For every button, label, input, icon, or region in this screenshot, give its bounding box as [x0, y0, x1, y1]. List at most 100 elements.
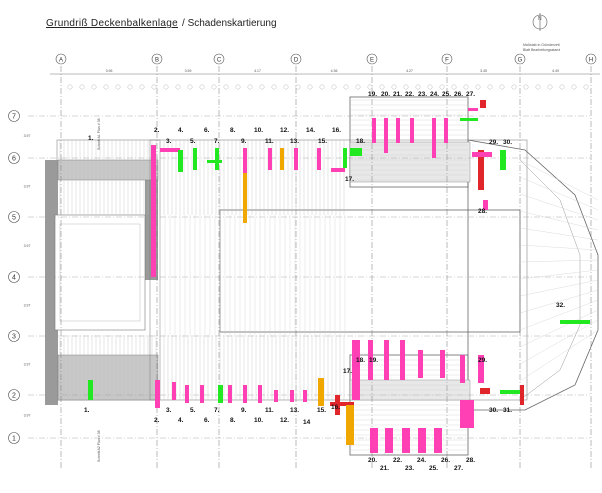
sub-grid-bubble: [583, 84, 589, 90]
title-sub: / Schadenskartierung: [182, 18, 277, 29]
damage-mark: [207, 160, 222, 163]
grid-label-col: F: [445, 58, 449, 64]
beam-label: 16.: [331, 404, 340, 411]
drawing-title: Grundriß Deckenbalkenlage/ Schadenskarti…: [46, 18, 277, 29]
sub-grid-bubble: [151, 84, 157, 90]
beam-label: 6.: [204, 417, 210, 424]
beam-label: 5.: [190, 138, 196, 145]
grid-label-row: 5: [12, 215, 16, 222]
damage-mark: [218, 385, 223, 403]
damage-mark: [200, 385, 204, 403]
beam-label: 2.: [154, 127, 160, 134]
sub-grid-bubble: [499, 84, 505, 90]
damage-mark: [478, 355, 484, 383]
beam-label: 22.: [393, 457, 402, 464]
beam-label: 27.: [454, 465, 463, 472]
damage-mark: [418, 428, 426, 453]
sub-grid-bubble: [271, 84, 277, 90]
section-label-top: Schnitt A1 Plan # 38: [97, 118, 101, 150]
damage-mark: [317, 148, 321, 170]
joist: [519, 309, 599, 348]
damage-mark: [480, 388, 490, 394]
beam-label: 13.: [290, 407, 299, 414]
damage-mark: [346, 405, 354, 445]
grid-bubble-col: [290, 53, 302, 65]
sub-grid-bubble: [79, 84, 85, 90]
sub-grid-bubble: [463, 84, 469, 90]
damage-mark: [294, 148, 298, 170]
damage-mark: [274, 390, 278, 402]
damage-mark: [350, 148, 362, 156]
damage-mark: [385, 428, 393, 453]
dim-top: 4.36: [331, 69, 338, 73]
damage-mark: [520, 385, 524, 405]
dim-top: 4.27: [406, 69, 413, 73]
joist: [519, 329, 599, 382]
sub-grid-bubble: [247, 84, 253, 90]
joist: [519, 319, 599, 365]
sub-grid-bubble: [67, 84, 73, 90]
damage-mark: [243, 148, 247, 223]
grid-label-row: 3: [12, 334, 16, 341]
grid-label-row: 6: [12, 156, 16, 163]
beam-label: 14: [303, 419, 311, 426]
grid-bubble-row: [8, 271, 20, 283]
sub-grid-bubble: [115, 84, 121, 90]
damage-mark: [331, 168, 345, 172]
grid-bubble-row: [8, 389, 20, 401]
sub-grid-bubble: [223, 84, 229, 90]
beam-label: 31.: [503, 407, 512, 414]
sub-grid-bubble: [487, 84, 493, 90]
joist: [519, 259, 599, 263]
damage-mark: [560, 320, 590, 324]
dim-top: 4.49: [552, 69, 559, 73]
north-label: N: [538, 16, 542, 22]
beam-label: 5.: [190, 407, 196, 414]
dim-side: 3.97: [24, 304, 31, 308]
sub-grid-bubble: [391, 84, 397, 90]
grid-bubble-row: [8, 330, 20, 342]
damage-mark: [228, 385, 232, 403]
sub-grid-bubble: [511, 84, 517, 90]
damage-mark: [480, 100, 486, 108]
sub-grid-bubble: [319, 84, 325, 90]
damage-mark: [440, 350, 445, 378]
grid-bubble-col: [366, 53, 378, 65]
damage-mark: [478, 150, 484, 190]
section-label-bottom: Schnitt A2 Plan # 38: [97, 430, 101, 462]
title-main: Grundriß Deckenbalkenlage: [46, 18, 179, 29]
beam-label: 1.: [84, 407, 90, 414]
sub-grid-bubble: [547, 84, 553, 90]
joist: [519, 193, 599, 221]
joist: [519, 299, 599, 331]
sub-grid-bubble: [535, 84, 541, 90]
beam-label: 30.: [503, 139, 512, 146]
damage-mark: [318, 378, 324, 406]
grid-bubble-col: [585, 53, 597, 65]
beam-label: 30.: [489, 407, 498, 414]
sub-grid-bubble: [403, 84, 409, 90]
damage-marks: [88, 100, 590, 453]
damage-mark: [243, 385, 247, 403]
beam-label: 26.: [454, 91, 463, 98]
grid-label-col: B: [155, 58, 159, 64]
beam-label: 26.: [441, 457, 450, 464]
beam-label: 20.: [381, 91, 390, 98]
damage-mark: [178, 150, 183, 172]
legend-line2: Blatt Bearbeitungsstand: [523, 48, 560, 52]
beam-label: 17.: [343, 368, 352, 375]
beam-label: 32.: [556, 302, 565, 309]
damage-mark: [160, 148, 180, 152]
sub-grid-bubble: [175, 84, 181, 90]
beam-label: 7.: [214, 138, 220, 145]
damage-mark: [434, 428, 442, 453]
joist: [519, 176, 599, 211]
sub-grid-bubble: [475, 84, 481, 90]
beam-label: 17.: [345, 176, 354, 183]
damage-mark: [151, 145, 156, 277]
damage-mark: [400, 340, 405, 380]
dim-top: 3.59: [185, 69, 192, 73]
sub-grid-bubble: [523, 84, 529, 90]
grid-label-row: 7: [12, 114, 16, 121]
